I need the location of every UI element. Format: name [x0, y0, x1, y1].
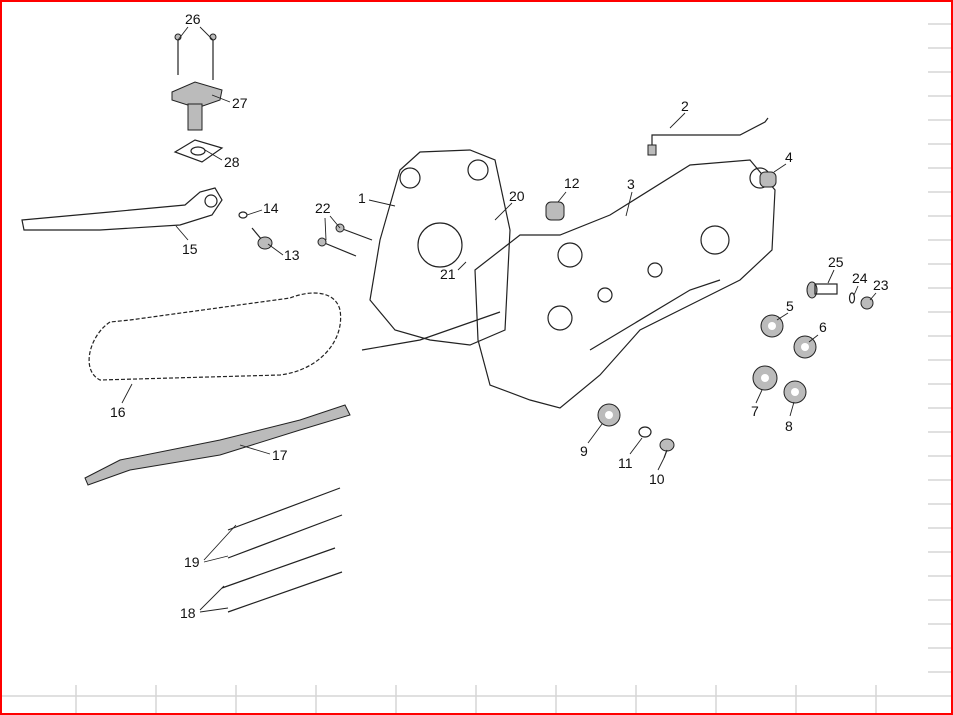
part-washer-14 [238, 211, 248, 219]
leader-line [329, 215, 341, 229]
leader-line [177, 26, 189, 41]
leader-line [199, 607, 229, 613]
callout-2: 2 [681, 98, 689, 114]
leader-line [175, 225, 189, 241]
callout-14: 14 [263, 200, 279, 216]
callout-12: 12 [564, 175, 580, 191]
part-bearing-12 [545, 201, 565, 221]
callout-6: 6 [819, 319, 827, 335]
leader-line [657, 457, 665, 471]
callout-19: 19 [184, 554, 200, 570]
callout-5: 5 [786, 298, 794, 314]
leader-line [204, 149, 223, 161]
leader-line [755, 389, 763, 404]
callout-4: 4 [785, 149, 793, 165]
part-bearing-6 [793, 335, 817, 359]
leader-line [789, 401, 795, 417]
part-bolts-26 [174, 33, 217, 80]
callout-20: 20 [509, 188, 525, 204]
part-bearing-9 [597, 403, 621, 427]
part-bearing-5 [760, 314, 784, 338]
callout-24: 24 [852, 270, 868, 286]
leader-line [827, 269, 835, 284]
callout-1: 1 [358, 190, 366, 206]
callout-28: 28 [224, 154, 240, 170]
leader-line [557, 191, 567, 203]
callout-13: 13 [284, 247, 300, 263]
callout-23: 23 [873, 277, 889, 293]
leader-line [494, 202, 513, 221]
callout-22: 22 [315, 200, 331, 216]
callout-18: 18 [180, 605, 196, 621]
leader-line [199, 585, 225, 611]
leader-lines [121, 26, 877, 613]
part-bearing-7 [752, 365, 778, 391]
part-gasket-28 [173, 139, 224, 163]
callout-15: 15 [182, 241, 198, 257]
callout-11: 11 [618, 455, 633, 471]
part-left-crankcase-1 [361, 149, 511, 351]
callout-9: 9 [580, 443, 588, 459]
callout-10: 10 [649, 471, 665, 487]
leader-line [239, 444, 271, 455]
leader-line [869, 292, 877, 301]
leader-line [121, 383, 133, 404]
callout-26: 26 [185, 11, 201, 27]
leader-line [773, 163, 787, 173]
callout-16: 16 [110, 404, 126, 420]
callout-3: 3 [627, 176, 635, 192]
callout-17: 17 [272, 447, 288, 463]
leader-line [199, 26, 214, 41]
callout-27: 27 [232, 95, 248, 111]
leader-line [808, 334, 819, 343]
part-washer-11 [638, 426, 652, 438]
callout-8: 8 [785, 418, 793, 434]
part-studs-19 [227, 487, 343, 559]
leader-line [853, 285, 859, 296]
leader-line [587, 423, 603, 444]
part-cam-chain-16 [88, 292, 342, 381]
part-tensioner-27 [171, 81, 223, 131]
leader-line [211, 94, 231, 103]
leader-line [669, 112, 686, 129]
leader-line [457, 261, 467, 271]
part-right-crankcase-3 [474, 159, 776, 409]
part-studs-18 [221, 547, 343, 613]
leader-line [246, 209, 263, 216]
leader-line [625, 191, 633, 217]
leader-line [776, 312, 789, 321]
leader-line [368, 199, 396, 207]
callout-25: 25 [828, 254, 844, 270]
leader-line [324, 217, 327, 241]
callout-21: 21 [440, 266, 456, 282]
callout-7: 7 [751, 403, 759, 419]
part-chain-guide-17 [84, 404, 351, 486]
part-chain-slipper-15 [21, 187, 223, 231]
part-bolt-13 [251, 227, 273, 250]
leader-line [267, 243, 284, 256]
part-bolts-22 [317, 223, 373, 257]
grid-lines [0, 23, 953, 713]
part-clip-24 [848, 292, 856, 304]
leader-line [203, 524, 237, 561]
part-bolt-10 [659, 438, 675, 459]
part-oil-pipe-2 [647, 117, 769, 156]
part-bearing-4 [759, 171, 777, 188]
leader-line [203, 555, 229, 563]
leader-line [629, 437, 643, 455]
part-bearing-8 [783, 380, 807, 404]
part-shaft-25 [806, 281, 838, 299]
